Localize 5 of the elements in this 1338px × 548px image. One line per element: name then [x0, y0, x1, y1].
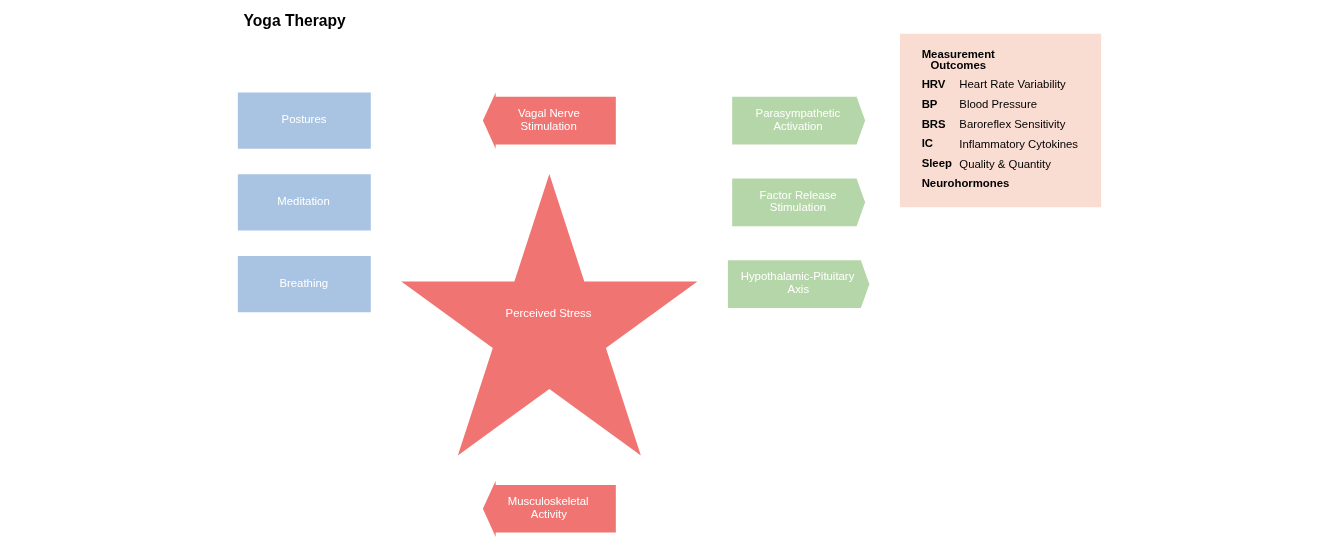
node-box: Breathing [237, 256, 371, 313]
node-box: Measurement Outcomes HRV Heart Rate Variability BP Blood Pressure BRS Baroreflex Sensitivity IC Inflammatory Cytokines Sleep Quality & Quantity Neurohormones [899, 33, 1101, 208]
node-box: Postures [237, 92, 371, 149]
node-box: Meditation [237, 174, 371, 231]
diagram-title: Yoga Therapy [243, 11, 346, 29]
